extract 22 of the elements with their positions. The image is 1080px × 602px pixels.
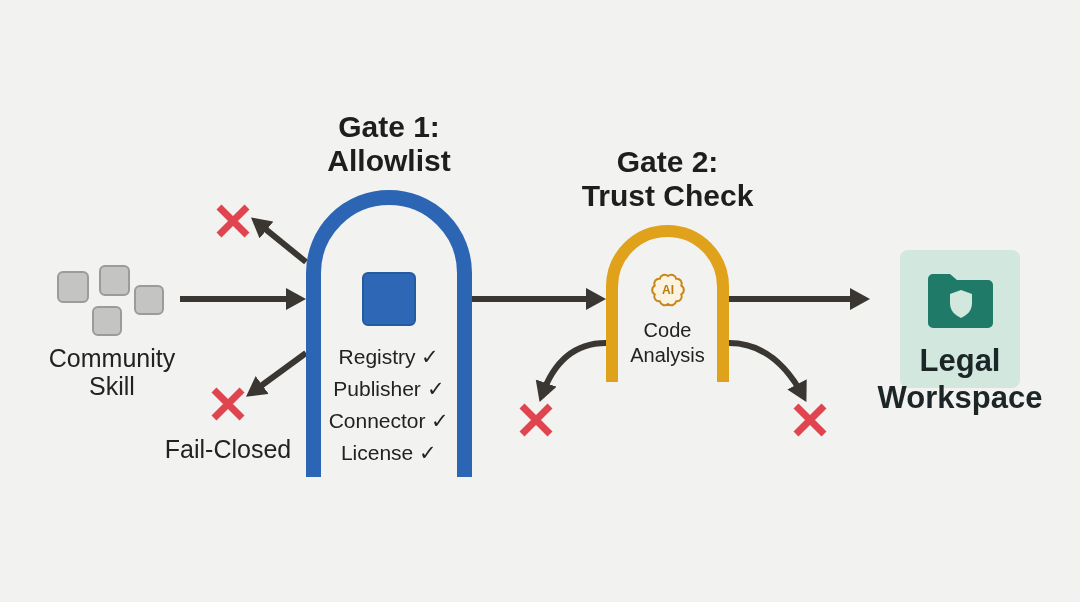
- arrow: [729, 288, 870, 311]
- arrow: [251, 217, 308, 265]
- node-label: Fail-Closed: [164, 434, 292, 464]
- check-item: Registry ✓: [338, 344, 440, 370]
- gate-title: Gate 1: Allowlist: [326, 110, 452, 178]
- arrow: [246, 350, 308, 397]
- cross-mark: [215, 203, 251, 239]
- check-item: Publisher ✓: [333, 376, 445, 402]
- cross-mark: [792, 402, 828, 438]
- cross-mark: [518, 402, 554, 438]
- arrow: [472, 287, 606, 310]
- check-item: License ✓: [340, 440, 438, 466]
- gate-title: Gate 2: Trust Check: [580, 145, 755, 213]
- arrow: [536, 340, 607, 402]
- node-label: Legal Workspace: [876, 342, 1044, 416]
- icon-label: AI: [662, 283, 674, 297]
- arrow: [728, 340, 807, 402]
- check-item: Connector ✓: [328, 408, 450, 434]
- gate-description: Code Analysis: [629, 318, 706, 368]
- node-label: Community Skill: [47, 344, 177, 400]
- cross-mark: [210, 386, 246, 422]
- arrow: [180, 288, 306, 311]
